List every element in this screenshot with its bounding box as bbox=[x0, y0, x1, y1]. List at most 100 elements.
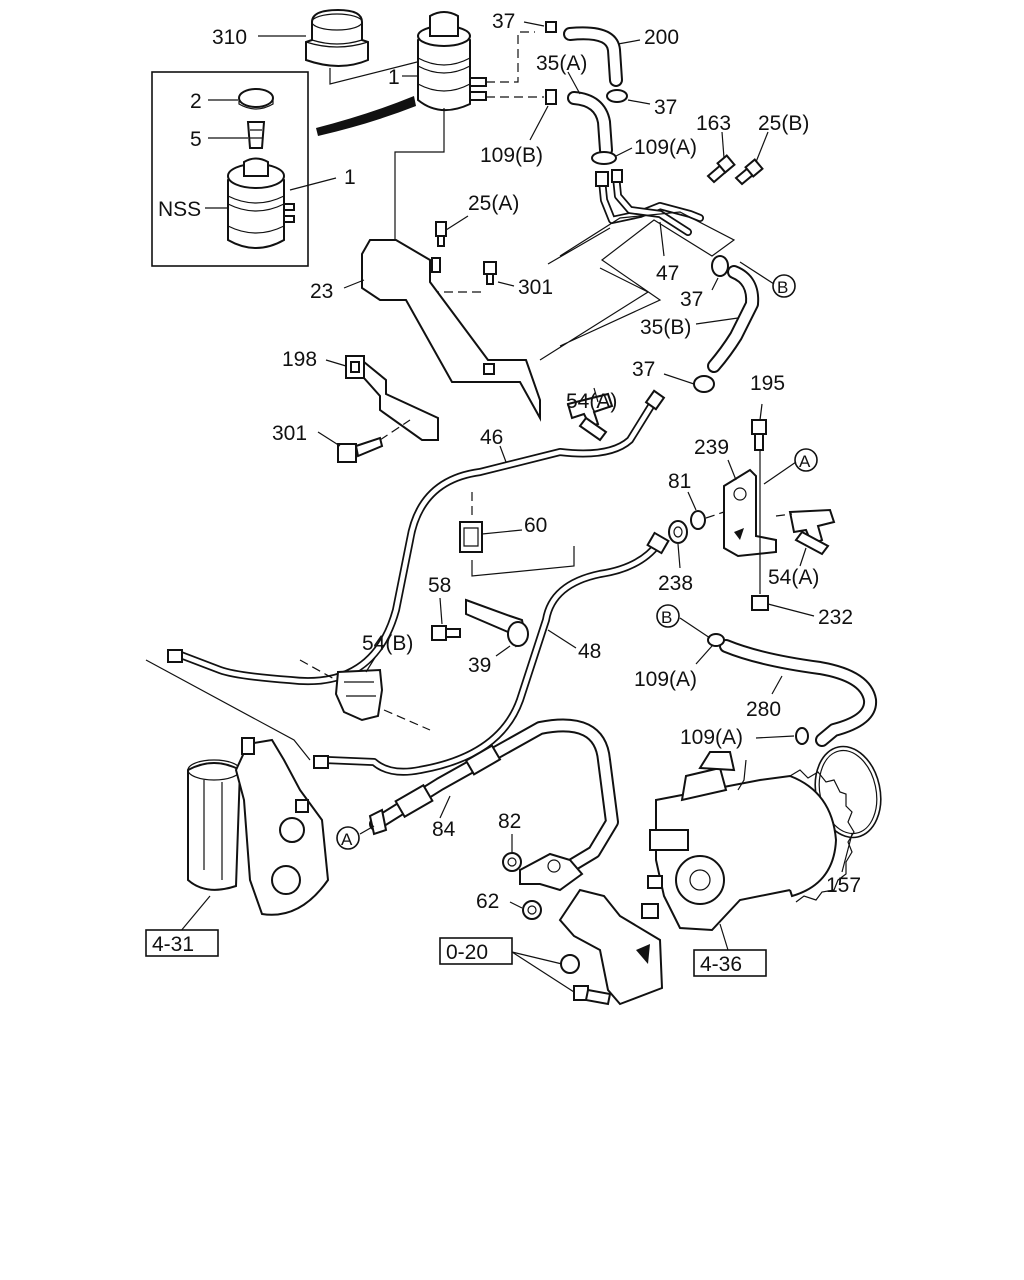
label-81: 81 bbox=[668, 470, 691, 493]
leader-54a-top bbox=[593, 387, 599, 403]
leader-62 bbox=[509, 901, 523, 909]
leader-239 bbox=[727, 459, 737, 481]
bolt-301-b bbox=[337, 436, 384, 463]
label-239: 239 bbox=[694, 436, 729, 459]
leader-37-c bbox=[711, 277, 719, 291]
leader-232 bbox=[767, 603, 815, 617]
washer-81 bbox=[690, 510, 706, 530]
nut-238 bbox=[668, 520, 688, 544]
leader-81 bbox=[687, 491, 697, 511]
leader-280 bbox=[771, 675, 783, 695]
label-37-c: 37 bbox=[680, 288, 703, 311]
marker-b-mid: B bbox=[656, 604, 680, 628]
label-58: 58 bbox=[428, 574, 451, 597]
label-5: 5 bbox=[190, 128, 202, 151]
ref-box-020: 0-20 bbox=[439, 937, 513, 965]
label-163: 163 bbox=[696, 112, 731, 135]
label-200: 200 bbox=[644, 26, 679, 49]
label-39: 39 bbox=[468, 654, 491, 677]
label-198: 198 bbox=[282, 348, 317, 371]
leader-25b bbox=[755, 131, 769, 163]
label-310: 310 bbox=[212, 26, 247, 49]
label-157: 157 bbox=[826, 874, 861, 897]
label-54a-top: 54(A) bbox=[566, 390, 617, 413]
leader-48 bbox=[547, 629, 577, 649]
reservoir-tank-1 bbox=[417, 11, 487, 111]
clamp-60 bbox=[459, 521, 483, 553]
leader-157 bbox=[841, 833, 853, 873]
leader-109a-top bbox=[615, 147, 633, 157]
clamp-37-c bbox=[711, 255, 729, 277]
leader-84 bbox=[439, 795, 451, 819]
leader-39 bbox=[495, 645, 511, 657]
marker-b-mid-text: B bbox=[661, 608, 672, 627]
bolt-301-b-dash bbox=[379, 419, 411, 441]
label-301-a: 301 bbox=[518, 276, 553, 299]
label-109a-low: 109(A) bbox=[680, 726, 743, 749]
label-37-d: 37 bbox=[632, 358, 655, 381]
label-109b: 109(B) bbox=[480, 144, 543, 167]
label-62: 62 bbox=[476, 890, 499, 913]
leader-020-a bbox=[511, 951, 563, 965]
washer-dash bbox=[705, 511, 725, 519]
label-195: 195 bbox=[750, 372, 785, 395]
reservoir-outlet-dash-1 bbox=[486, 31, 535, 83]
nut-82 bbox=[502, 852, 522, 872]
clip-54a-top bbox=[566, 392, 614, 442]
pipe-bracket-lower bbox=[519, 852, 584, 892]
assembly-pointer-wedge bbox=[316, 96, 416, 136]
label-35a: 35(A) bbox=[536, 52, 587, 75]
leader-109b bbox=[529, 105, 549, 141]
pump-frame-line bbox=[737, 759, 747, 791]
marker-b-top-text: B bbox=[777, 278, 788, 297]
label-109a-mid: 109(A) bbox=[634, 668, 697, 691]
clamp-37-top bbox=[545, 21, 557, 33]
label-1-nss: 1 bbox=[344, 166, 356, 189]
bolt-58 bbox=[431, 625, 461, 641]
clip-54b-dash bbox=[299, 659, 431, 731]
leader-25a bbox=[445, 215, 469, 231]
leader-a-right bbox=[763, 461, 797, 485]
label-23: 23 bbox=[310, 280, 333, 303]
bracket-60-line bbox=[471, 546, 575, 577]
left-frame-line bbox=[145, 659, 311, 761]
bolt-020 bbox=[573, 985, 612, 1006]
nss-reservoir bbox=[227, 157, 295, 249]
leader-301-b bbox=[317, 431, 341, 447]
bolt-25a bbox=[435, 221, 447, 247]
label-54b: 54(B) bbox=[362, 632, 413, 655]
clamp-37-d bbox=[693, 375, 715, 393]
nut-62 bbox=[522, 900, 542, 920]
clip-54a-dash bbox=[775, 513, 793, 517]
leader-54a-right bbox=[799, 547, 807, 567]
label-25b: 25(B) bbox=[758, 112, 809, 135]
reservoir-to-bracket-line bbox=[394, 108, 445, 250]
leader-195 bbox=[759, 403, 763, 421]
steering-gear-box bbox=[187, 737, 330, 916]
leader-37-top bbox=[523, 21, 545, 27]
marker-a-right: A bbox=[794, 448, 818, 472]
leader-a-left bbox=[359, 825, 375, 835]
leader-200 bbox=[617, 39, 641, 45]
leader-1-nss bbox=[289, 177, 337, 191]
leader-436 bbox=[719, 923, 729, 951]
leader-47 bbox=[659, 221, 665, 257]
marker-a-left-text: A bbox=[341, 830, 353, 849]
leader-58 bbox=[439, 597, 443, 625]
bolt-195 bbox=[751, 419, 767, 451]
label-301-b: 301 bbox=[272, 422, 307, 445]
bracket-239 bbox=[723, 468, 777, 558]
clamp-37-b bbox=[606, 89, 628, 103]
power-steering-pump bbox=[641, 751, 855, 932]
cap-2 bbox=[238, 88, 274, 110]
ref-436-text: 4-36 bbox=[700, 953, 742, 976]
ref-box-431: 4-31 bbox=[145, 929, 219, 957]
leader-54b bbox=[365, 655, 377, 673]
pump-bracket bbox=[558, 888, 664, 1006]
leader-35b bbox=[695, 317, 739, 325]
pipe-assembly-47 bbox=[595, 169, 704, 236]
pipe-46 bbox=[174, 394, 660, 686]
label-82: 82 bbox=[498, 810, 521, 833]
clamp-198 bbox=[345, 355, 439, 441]
